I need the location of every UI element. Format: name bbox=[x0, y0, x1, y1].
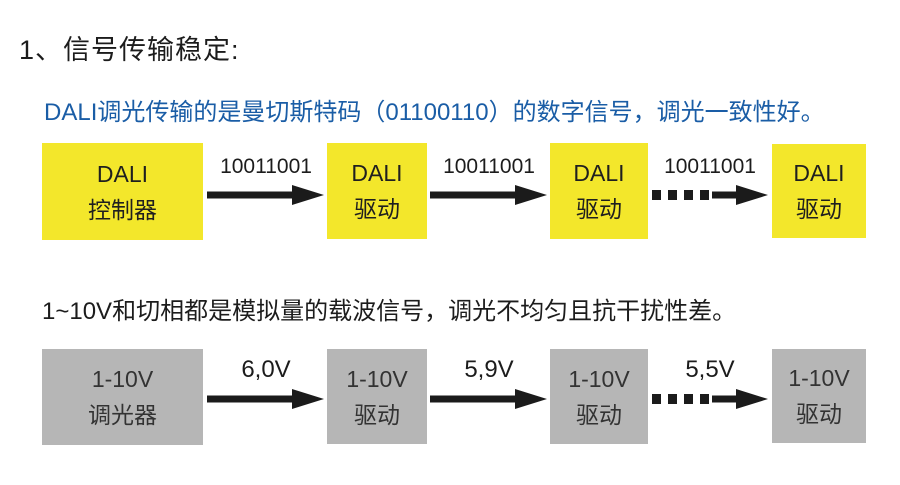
node-label-line1: 1-10V bbox=[788, 365, 850, 391]
dali-driver-box-1: DALI 驱动 bbox=[327, 143, 427, 239]
node-label-line1: DALI bbox=[96, 160, 149, 187]
node-label-line2: 控制器 bbox=[88, 196, 157, 223]
analog-driver-box-2: 1-10V 驱动 bbox=[550, 349, 648, 444]
node-label-line2: 驱动 bbox=[796, 196, 842, 222]
arrow-right-icon bbox=[430, 389, 547, 409]
node-label-line1: 1-10V bbox=[346, 365, 408, 392]
dali-arrow-3: 10011001 bbox=[650, 153, 770, 207]
arrow-right-icon bbox=[207, 185, 324, 205]
dali-driver-box-2: DALI 驱动 bbox=[550, 143, 648, 239]
node-label-line2: 驱动 bbox=[354, 196, 400, 222]
page-title: 1、信号传输稳定: bbox=[19, 35, 240, 65]
node-label-line1: DALI bbox=[351, 160, 403, 186]
node-label-line1: DALI bbox=[793, 160, 845, 186]
analog-arrow-1: 6,0V bbox=[205, 355, 327, 411]
dashed-arrow-right-icon bbox=[652, 185, 768, 205]
node-label-line2: 驱动 bbox=[796, 401, 842, 427]
node-label-line2: 调光器 bbox=[88, 402, 157, 428]
arrow-label: 10011001 bbox=[443, 155, 535, 178]
analog-driver-box-1: 1-10V 驱动 bbox=[327, 349, 427, 444]
dali-controller-box: DALI 控制器 bbox=[42, 143, 203, 240]
analog-description: 1~10V和切相都是模拟量的载波信号，调光不均匀且抗干扰性差。 bbox=[42, 298, 737, 325]
node-label-line2: 驱动 bbox=[576, 196, 622, 222]
dashed-arrow-right-icon bbox=[652, 389, 768, 409]
node-label-line1: DALI bbox=[573, 160, 625, 186]
node-label-line1: 1-10V bbox=[568, 365, 630, 392]
arrow-label: 5,9V bbox=[464, 356, 514, 383]
arrow-label: 10011001 bbox=[220, 155, 312, 178]
node-label-line2: 驱动 bbox=[354, 401, 400, 428]
dali-arrow-2: 10011001 bbox=[428, 153, 550, 207]
arrow-label: 10011001 bbox=[664, 155, 756, 178]
analog-arrow-3: 5,5V bbox=[650, 355, 770, 411]
dali-description: DALI调光传输的是曼切斯特码（01100110）的数字信号，调光一致性好。 bbox=[44, 99, 825, 126]
dali-arrow-1: 10011001 bbox=[205, 153, 327, 207]
dali-driver-box-3: DALI 驱动 bbox=[772, 144, 866, 238]
arrow-label: 6,0V bbox=[241, 356, 291, 383]
arrow-label: 5,5V bbox=[685, 356, 735, 383]
node-label-line2: 驱动 bbox=[576, 401, 622, 428]
arrow-right-icon bbox=[207, 389, 324, 409]
analog-dimmer-box: 1-10V 调光器 bbox=[42, 349, 203, 445]
analog-arrow-2: 5,9V bbox=[428, 355, 550, 411]
arrow-right-icon bbox=[430, 185, 547, 205]
node-label-line1: 1-10V bbox=[91, 366, 154, 392]
analog-driver-box-3: 1-10V 驱动 bbox=[772, 349, 866, 443]
